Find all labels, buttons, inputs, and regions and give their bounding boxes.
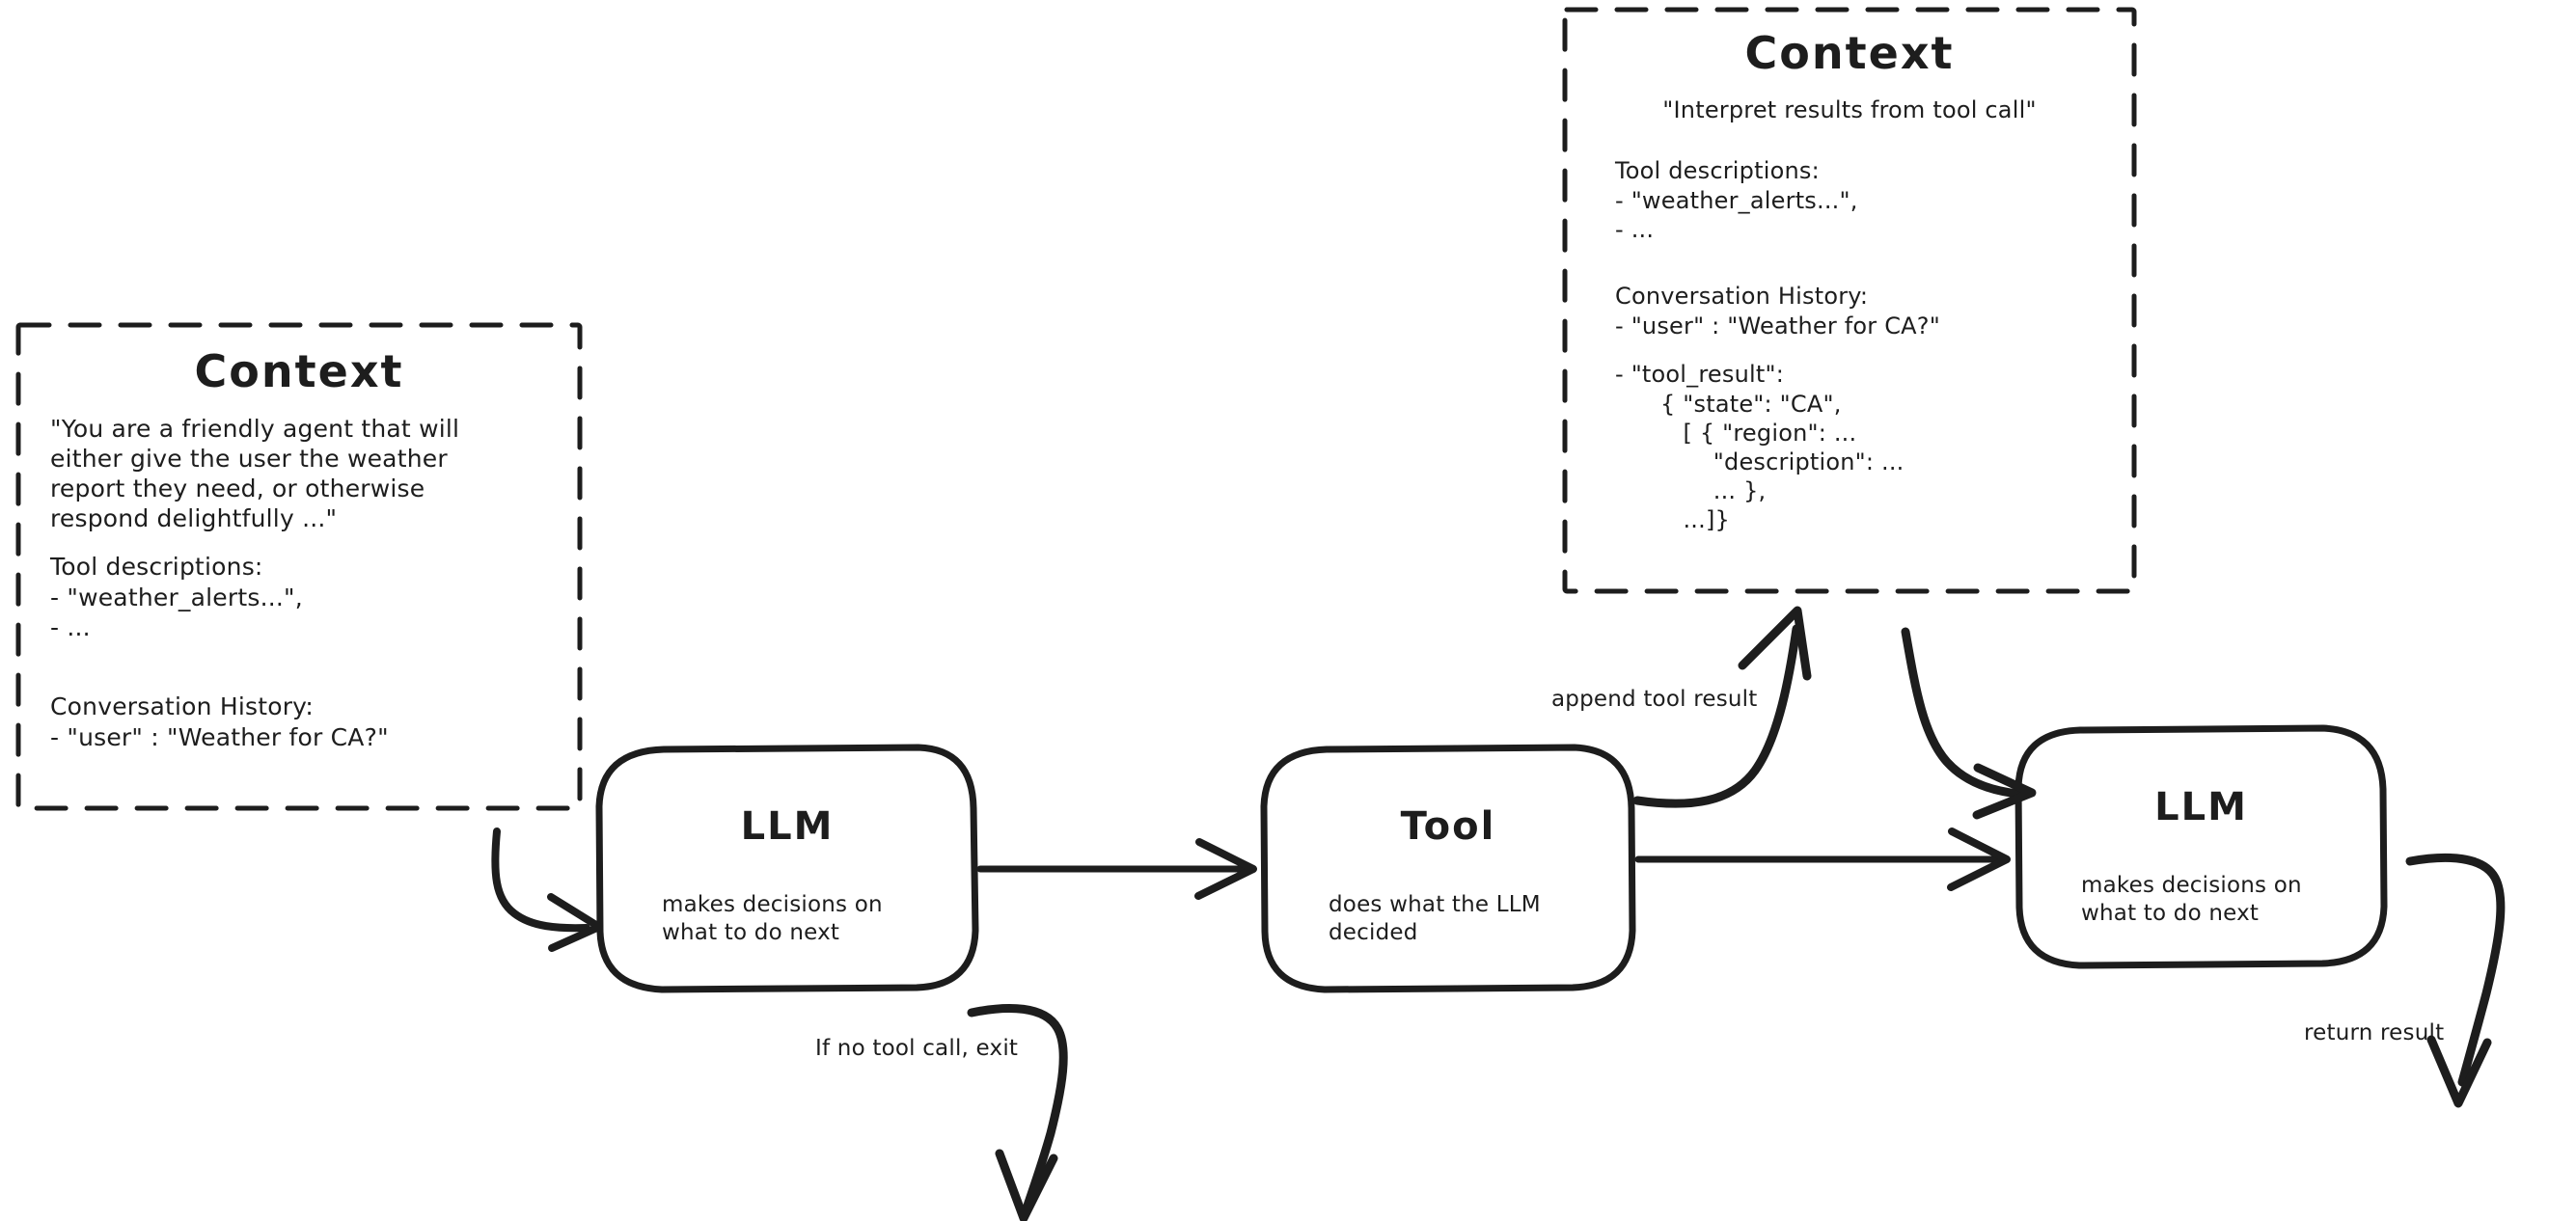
llm-right-subtitle: makes decisions on what to do next [2081, 873, 2302, 926]
context-box-left-outline [15, 322, 583, 811]
edge-label-llm-exit: If no tool call, exit [815, 1036, 1019, 1061]
context-right-conversation-user: - "user" : "Weather for CA?" [1615, 312, 1940, 339]
llm-left-subtitle: makes decisions on what to do next [662, 892, 883, 945]
tool-title: Tool [1400, 804, 1496, 849]
edge-context-to-llm-left-arrowhead [547, 893, 603, 952]
llm-right-node-outline [2014, 724, 2388, 969]
edge-append-tool-result [1632, 624, 1801, 808]
context-left-tool-descriptions-heading: Tool descriptions: [50, 553, 263, 581]
edge-return-result [2405, 853, 2506, 1087]
llm-left-node-outline [595, 744, 979, 993]
edge-context-to-llm-left [491, 828, 590, 933]
edge-context-right-to-llm-right-arrowhead [1972, 763, 2037, 820]
context-right-tool-result-lines: { "state": "CA", [ { "region": ... "desc… [1659, 391, 1905, 533]
context-right-conversation-heading: Conversation History: [1615, 283, 1869, 310]
context-left-system-prompt: "You are a friendly agent that will eith… [50, 415, 460, 532]
edge-return-result-arrowhead [2426, 1035, 2492, 1108]
tool-node-outline [1260, 744, 1636, 993]
context-left-conversation-items: - "user" : "Weather for CA?" [50, 723, 389, 751]
context-right-system-prompt: "Interpret results from tool call" [1662, 96, 2037, 123]
edge-llm-exit [967, 1003, 1068, 1210]
edge-llm-left-to-tool-arrowhead [1194, 838, 1257, 900]
edge-context-right-to-llm-right [1901, 627, 2023, 799]
context-right-title: Context [1744, 27, 1955, 79]
context-left-title: Context [194, 345, 404, 397]
context-left-tool-descriptions-items: - "weather_alerts...", - ... [50, 583, 303, 641]
tool-subtitle: does what the LLM decided [1329, 892, 1541, 945]
context-right-tool-descriptions-heading: Tool descriptions: [1615, 157, 1820, 184]
edge-llm-exit-arrowhead [995, 1149, 1058, 1221]
llm-right-title: LLM [2154, 785, 2248, 829]
context-left-conversation-heading: Conversation History: [50, 692, 314, 720]
edge-label-append-tool-result: append tool result [1551, 687, 1758, 712]
edge-append-tool-result-arrowhead [1738, 606, 1812, 681]
edge-tool-to-llm-right-arrowhead [1947, 828, 2011, 891]
llm-left-title: LLM [740, 804, 835, 849]
edge-label-return-result: return result [2304, 1020, 2445, 1045]
context-right-tool-descriptions-items: - "weather_alerts...", - ... [1615, 187, 1858, 243]
context-right-conversation-tool-result: - "tool_result": [1615, 361, 1784, 388]
context-box-right-outline [1562, 7, 2137, 594]
